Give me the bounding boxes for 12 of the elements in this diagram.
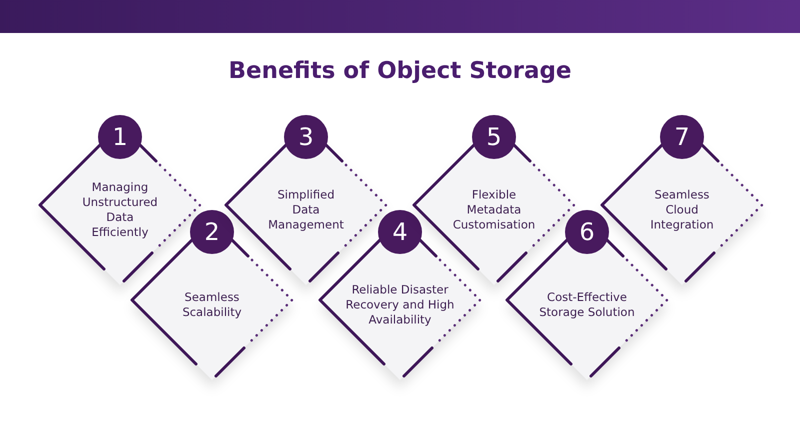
title: Benefits of Object Storage	[227, 58, 573, 84]
benefit-text: Flexible Metadata Customisation	[452, 188, 536, 232]
step-number: 7	[660, 115, 704, 159]
benefit-text: Seamless Cloud Integration	[649, 188, 715, 232]
step-number: 3	[284, 115, 328, 159]
benefit-text: Reliable Disaster Recovery and High Availability	[344, 282, 456, 328]
benefit-text: Simplified Data Management	[267, 188, 345, 232]
benefit-text: Cost-Effective Storage Solution	[538, 290, 636, 320]
benefit-text: Seamless Scalability	[181, 290, 243, 320]
step-number: 5	[472, 115, 516, 159]
benefit-text: Managing Unstructured Data Efficiently	[81, 180, 159, 240]
step-number: 1	[98, 115, 142, 159]
